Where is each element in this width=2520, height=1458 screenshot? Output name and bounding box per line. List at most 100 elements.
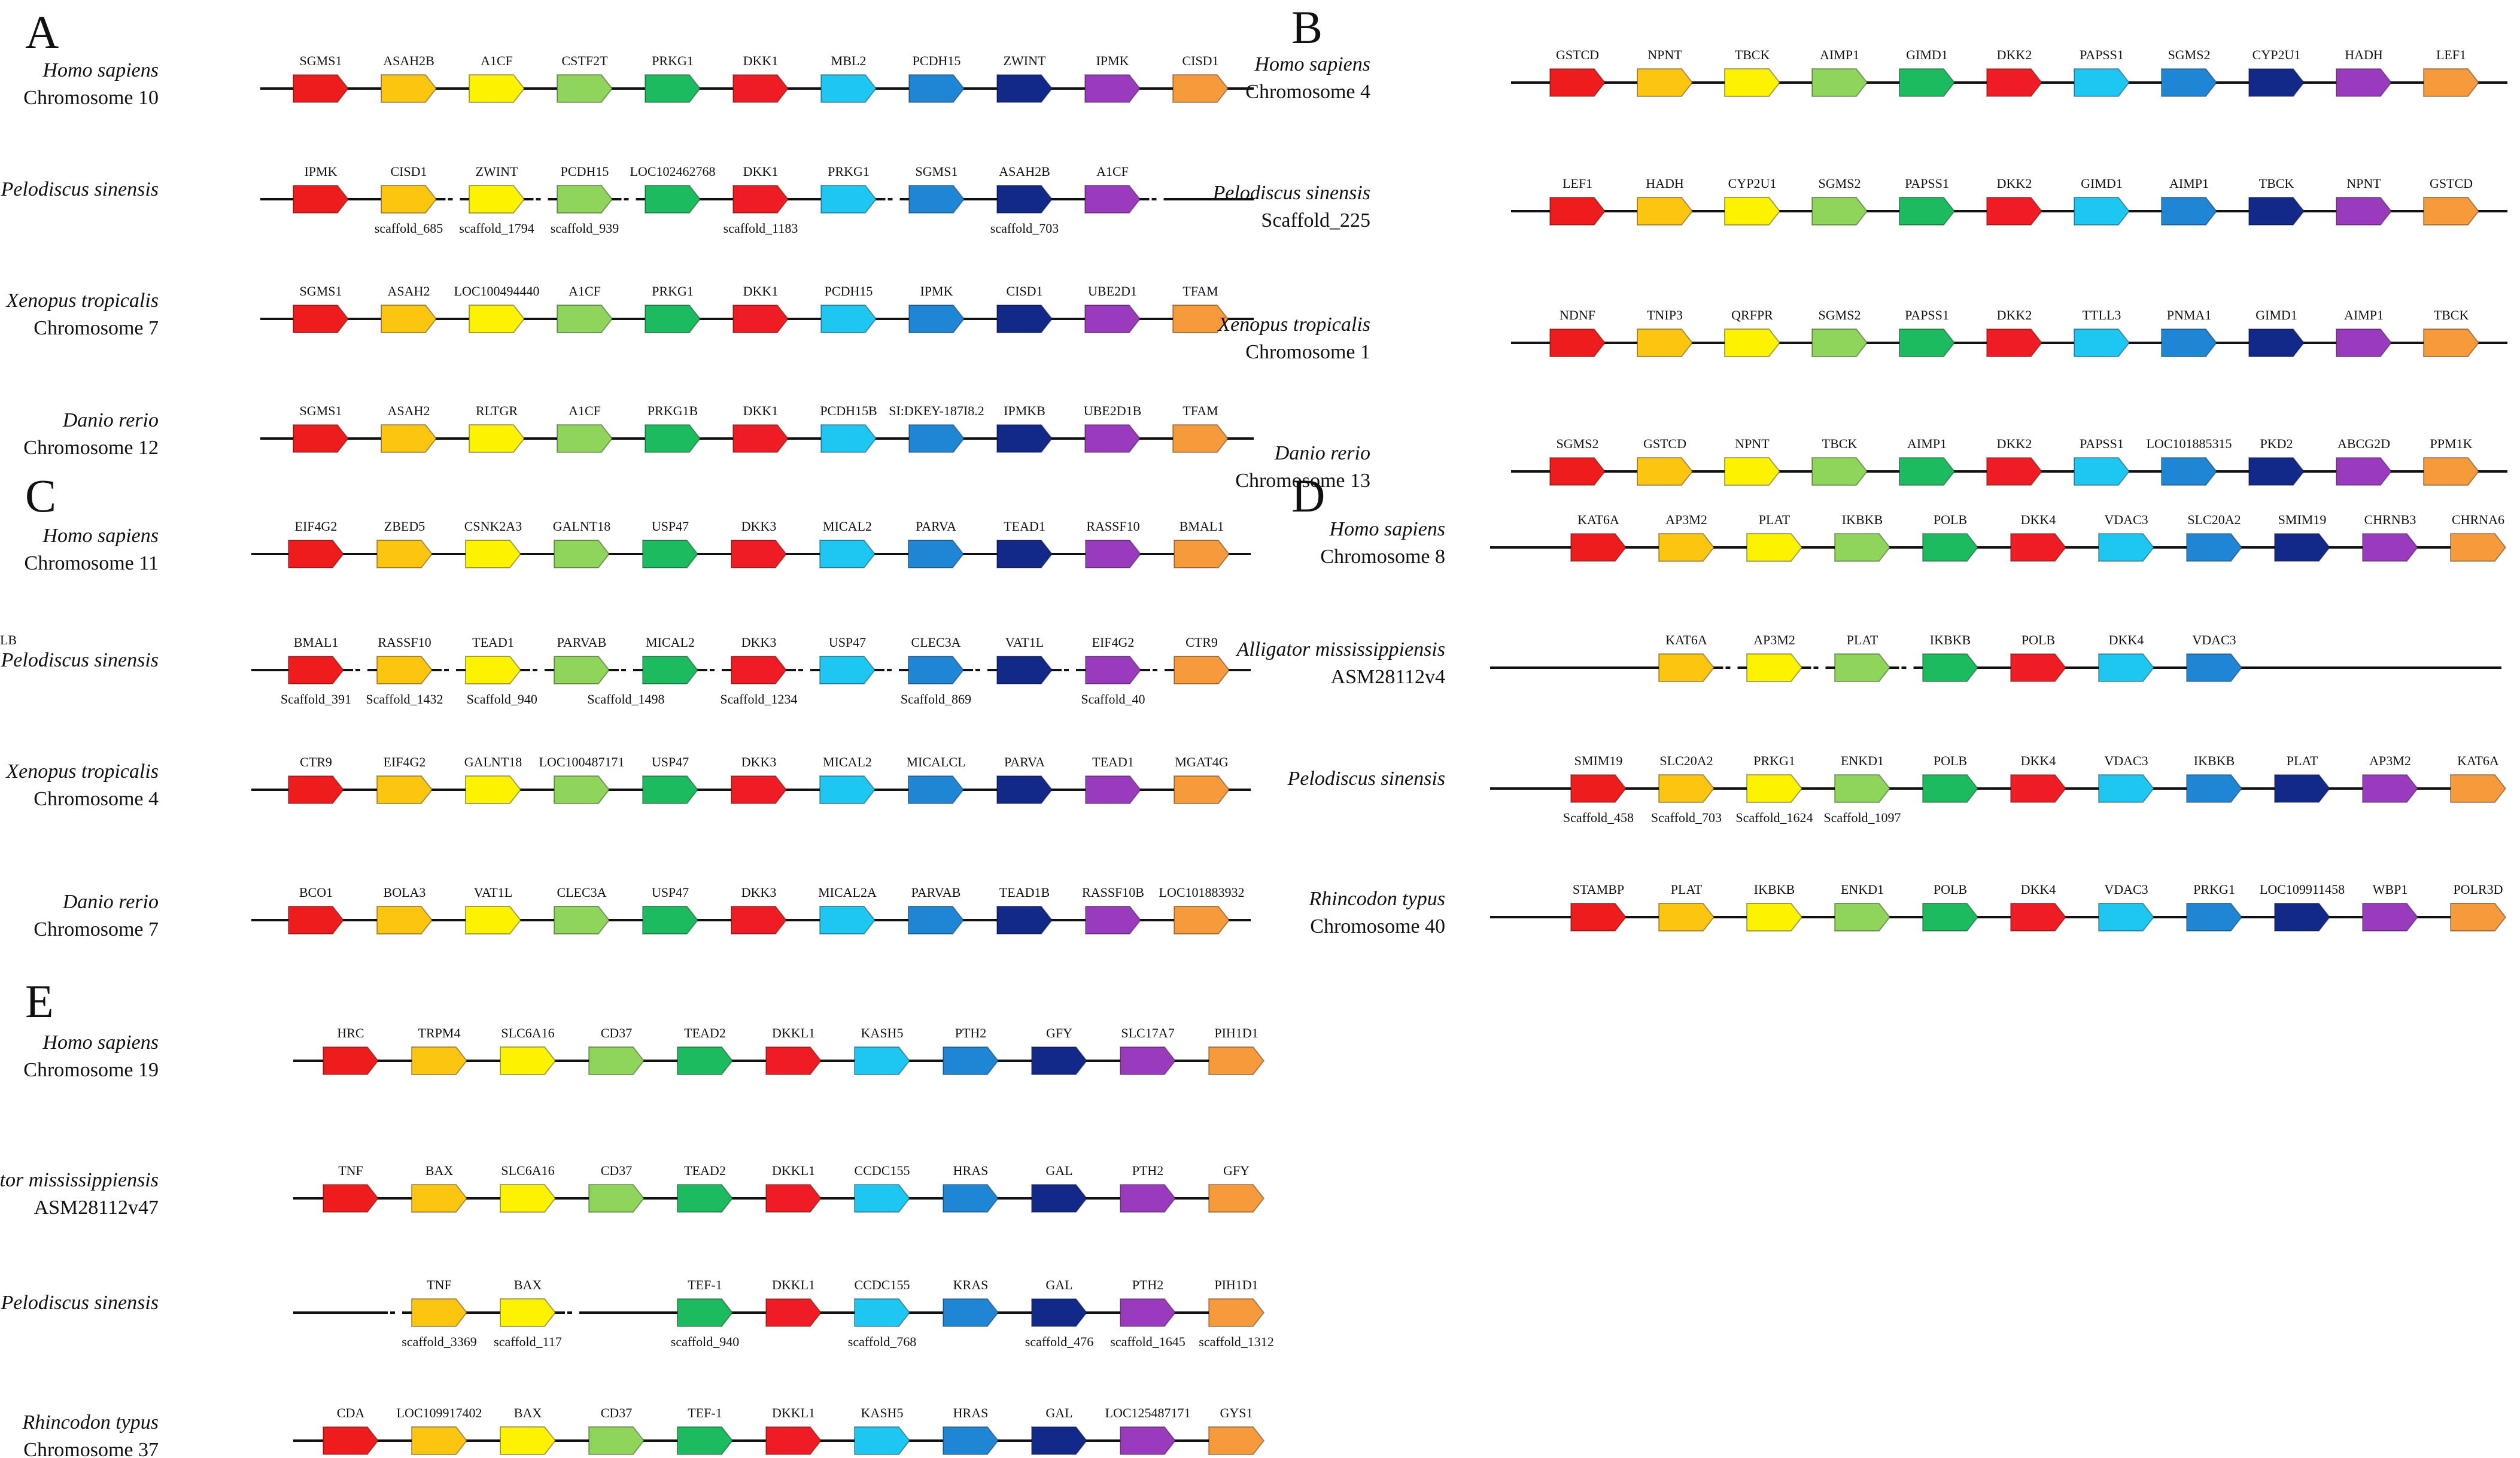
gene-arrow	[557, 185, 613, 214]
gene-label: LOC109917402	[397, 1405, 482, 1420]
gene-arrow	[1811, 197, 1868, 226]
gene-arrow	[588, 1426, 645, 1455]
gene-label: HRAS	[953, 1163, 989, 1178]
gene-arrow	[1834, 653, 1891, 682]
gene-label: VDAC3	[2104, 753, 2148, 768]
species-name: Pelodiscus sinensis	[1287, 768, 1445, 790]
gene-arrow	[2098, 653, 2155, 682]
gene-arrow	[908, 775, 965, 804]
gene-arrow	[645, 424, 701, 453]
gene-arrow	[1811, 68, 1868, 97]
chromosome-label: ASM28112v4	[1331, 666, 1445, 688]
gene-arrow	[465, 906, 522, 935]
gene-arrow	[1986, 197, 2043, 226]
synteny-row: Alligator mississippiensisASM28112v47TNF…	[0, 1163, 1265, 1219]
gene-arrow	[943, 1298, 999, 1327]
scaffold-label: Scaffold_391	[281, 692, 351, 707]
chromosome-label: Chromosome 4	[1245, 81, 1370, 103]
gene-label: PCDH15	[825, 284, 873, 299]
gene-arrow	[1208, 1046, 1265, 1075]
gene-arrow	[1120, 1298, 1177, 1327]
gene-label: PIH1D1	[1214, 1025, 1258, 1040]
scaffold-label: scaffold_1794	[459, 221, 534, 236]
gene-label: CTR9	[1185, 635, 1218, 650]
gene-label: DKK4	[2021, 512, 2056, 527]
gene-arrow	[1834, 533, 1891, 562]
gene-label: AIMP1	[2344, 308, 2384, 322]
gene-arrow	[732, 185, 789, 214]
gene-label: HADH	[2345, 47, 2383, 62]
gene-arrow	[1174, 775, 1230, 804]
gene-label: POLB	[1934, 882, 1967, 897]
scaffold-label: scaffold_117	[494, 1334, 562, 1349]
gene-label: TEAD1	[1004, 519, 1045, 534]
gene-arrow	[411, 1046, 468, 1075]
gene-arrow	[677, 1184, 734, 1213]
gene-arrow	[2074, 328, 2130, 357]
gene-arrow	[2336, 197, 2393, 226]
gene-arrow	[2336, 457, 2393, 486]
scaffold-label: Scaffold_40	[1081, 692, 1145, 707]
gene-arrow	[1899, 457, 1956, 486]
gene-label: ABCG2D	[2337, 436, 2390, 451]
gene-arrow	[1637, 68, 1694, 97]
gene-label: DKK1	[743, 53, 779, 68]
gene-arrow	[1120, 1426, 1177, 1455]
gene-arrow	[1549, 197, 1606, 226]
gene-arrow	[1922, 774, 1979, 803]
gene-label: GSTCD	[2430, 176, 2473, 191]
gene-label: VDAC3	[2104, 882, 2148, 897]
scaffold-label: scaffold_940	[671, 1334, 739, 1349]
gene-arrow	[642, 906, 699, 935]
gene-label: DKKL1	[772, 1277, 815, 1292]
gene-arrow	[2362, 774, 2419, 803]
gene-arrow	[1031, 1184, 1088, 1213]
gene-arrow	[1570, 903, 1627, 932]
gene-label: KRAS	[953, 1277, 989, 1292]
gene-arrow	[996, 185, 1053, 214]
gene-label: LOC100487171	[539, 754, 625, 769]
gene-label: RASSF10	[1086, 519, 1139, 534]
gene-label: CYP2U1	[1728, 176, 1777, 191]
gene-label: GYS1	[1220, 1405, 1253, 1420]
gene-label: SMIM19	[1574, 753, 1623, 768]
gene-label: PRKG1B	[648, 403, 698, 418]
scaffold-label: Scaffold_1624	[1735, 810, 1813, 825]
gene-label: KASH5	[861, 1025, 904, 1040]
gene-label: PLAT	[2287, 753, 2318, 768]
chromosome-label: Chromosome 8	[1320, 546, 1445, 568]
species-name: Xenopus tropicalis	[5, 760, 159, 783]
gene-arrow	[2274, 774, 2331, 803]
gene-label: TBCK	[2259, 176, 2294, 191]
gene-label: SGMS2	[1819, 308, 1861, 322]
gene-label: LOC101883932	[1159, 885, 1245, 900]
gene-label: PKD2	[2260, 436, 2293, 451]
gene-arrow	[288, 906, 345, 935]
gene-label: PARVA	[916, 519, 956, 534]
gene-label: DKK1	[743, 164, 779, 179]
gene-label: ASAH2	[388, 403, 430, 418]
gene-label: ASAH2B	[383, 53, 434, 68]
gene-label: LOC100494440	[454, 284, 540, 299]
gene-arrow	[500, 1046, 557, 1075]
gene-arrow	[1899, 68, 1956, 97]
gene-arrow	[465, 540, 522, 568]
scaffold-label: scaffold_703	[990, 221, 1059, 236]
gene-label: PLAT	[1671, 882, 1703, 897]
panel-label: A	[25, 6, 59, 58]
gene-label: IKBKB	[2194, 753, 2235, 768]
gene-label: LOC109911458	[2260, 882, 2345, 897]
scaffold-label: scaffold_768	[848, 1334, 916, 1349]
gene-label: A1CF	[481, 53, 513, 68]
gene-arrow	[854, 1298, 911, 1327]
species-name: Rhincodon typus	[1308, 888, 1445, 910]
gene-label: DKK2	[1997, 47, 2032, 62]
gene-label: NPNT	[1647, 47, 1682, 62]
